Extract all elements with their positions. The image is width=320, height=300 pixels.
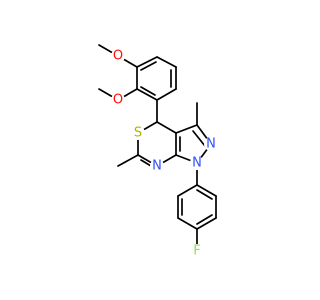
bond [196,189,213,200]
bond [136,56,158,68]
bond [140,86,156,96]
bond [196,214,213,225]
bond [117,154,139,167]
atom-n-ring-left: N [192,156,202,171]
molecule-diagram: O O S N N N F [98,44,218,259]
label-mask [111,93,125,107]
bond [192,130,206,147]
label-mask [150,159,164,173]
label-mask [190,244,204,258]
atom-o-lower: O [113,93,123,108]
bond [140,61,157,71]
atom-n-ring-right: N [206,137,216,152]
atom-o-upper: O [113,49,123,64]
bond [136,88,158,101]
bond [156,121,177,134]
structure-svg: O O S N N N F [98,44,218,259]
atom-s: S [134,126,142,141]
label-mask [204,137,218,151]
bond [196,217,217,230]
atom-n-ring-bottom: N [152,159,162,174]
atom-f: F [193,244,200,259]
bond [156,88,177,101]
label-mask [111,49,125,63]
bonds [98,44,217,252]
atom-labels: O O S N N N F [111,49,218,259]
bond [196,184,217,197]
bond [156,56,177,68]
label-mask [190,156,204,170]
label-mask [131,126,145,140]
bond [175,124,198,134]
bond [177,184,198,197]
bond [177,217,198,230]
